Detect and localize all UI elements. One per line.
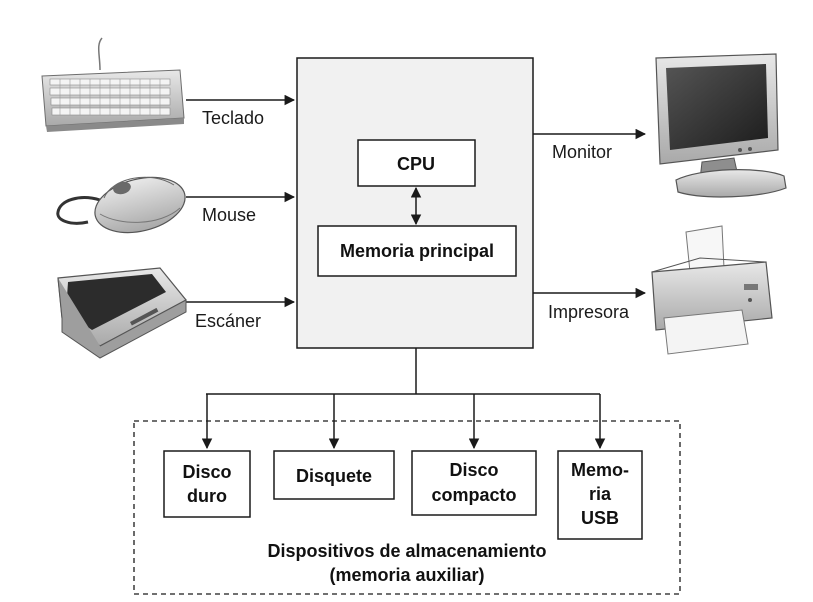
- storage-group-frame: [133, 420, 681, 595]
- floppy-box: [273, 450, 395, 500]
- cpu-label: CPU: [397, 154, 435, 174]
- keyboard-label: Teclado: [202, 108, 264, 128]
- usb-memory-label-3: USB: [581, 508, 619, 528]
- usb-memory-label-2: ria: [589, 484, 612, 504]
- compact-disc-label-1: Disco: [449, 460, 498, 480]
- usb-memory-box: [557, 450, 643, 540]
- storage-caption-1: Dispositivos de almacenamiento: [267, 541, 546, 561]
- monitor-label: Monitor: [552, 142, 612, 162]
- storage-caption-2: (memoria auxiliar): [329, 565, 484, 585]
- keyboard-icon: [41, 37, 185, 132]
- scanner-icon: [57, 267, 187, 359]
- hard-disk-box: [163, 450, 251, 518]
- floppy-label: Disquete: [296, 466, 372, 486]
- hard-disk-label-1: Disco: [182, 462, 231, 482]
- hard-disk-label-2: duro: [187, 486, 227, 506]
- printer-icon: [651, 225, 773, 355]
- compact-disc-box: [411, 450, 537, 516]
- printer-label: Impresora: [548, 302, 630, 322]
- main-memory-box: [317, 225, 517, 277]
- usb-memory-label-1: Memo-: [571, 460, 629, 480]
- system-unit-box: [296, 57, 534, 349]
- monitor-icon: [655, 53, 787, 198]
- scanner-label: Escáner: [195, 311, 261, 331]
- cpu-box: [357, 139, 476, 187]
- mouse-icon: [56, 176, 186, 234]
- main-memory-label: Memoria principal: [340, 241, 494, 261]
- mouse-label: Mouse: [202, 205, 256, 225]
- compact-disc-label-2: compacto: [431, 485, 516, 505]
